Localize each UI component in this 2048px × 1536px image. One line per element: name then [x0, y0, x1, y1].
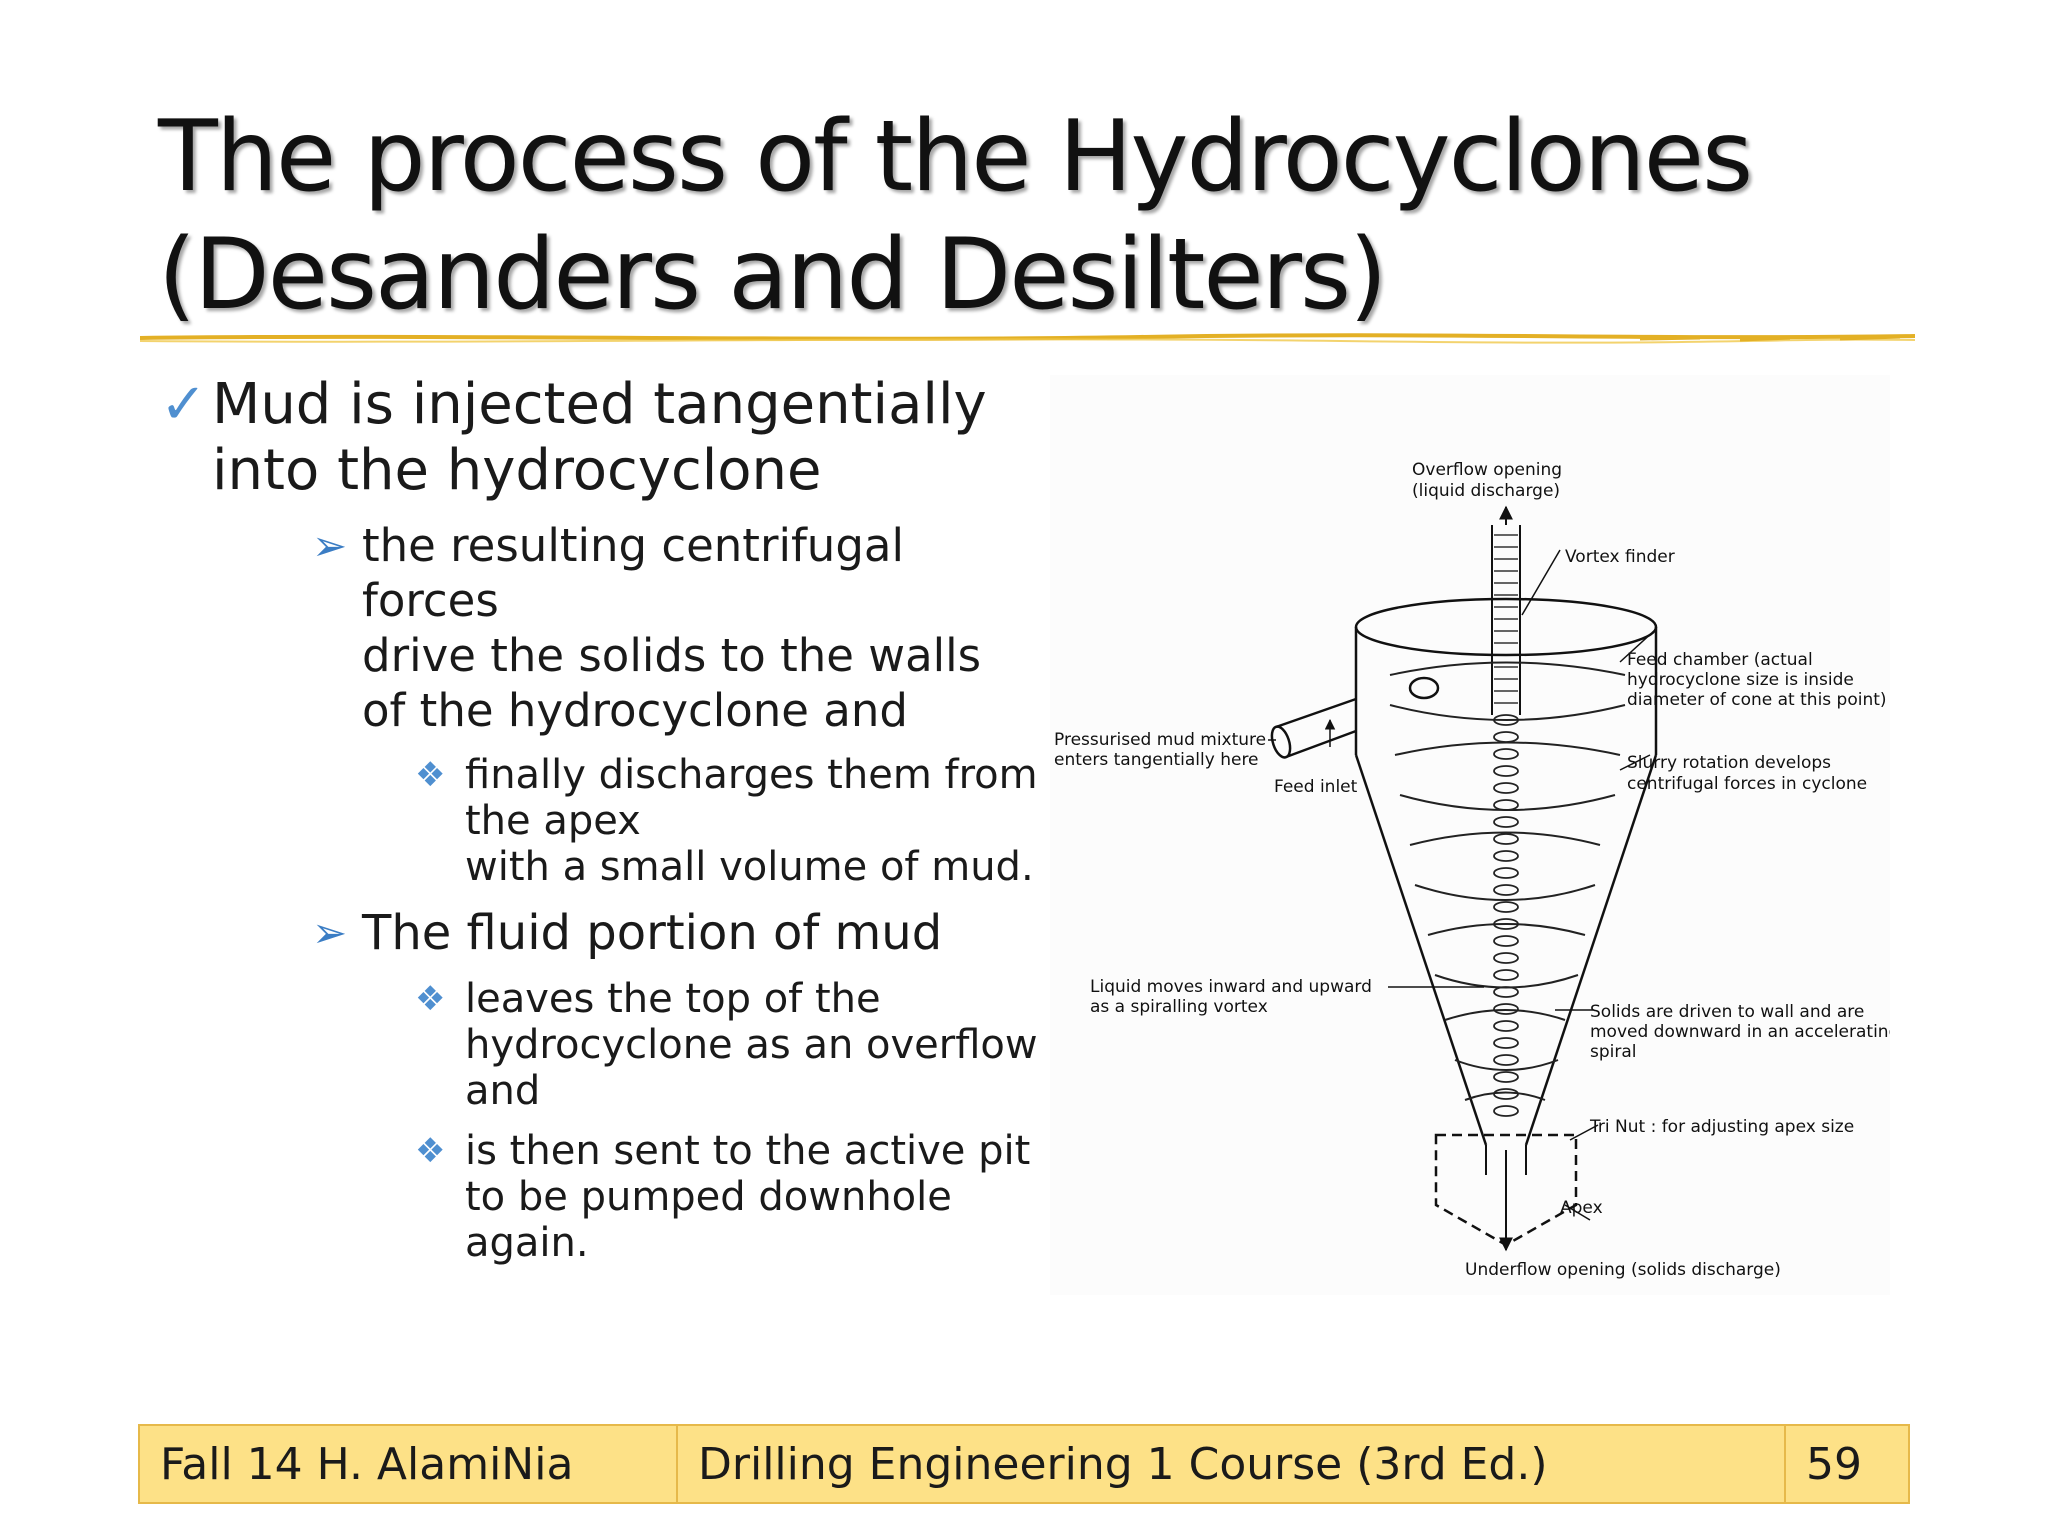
label-slurry-1: Slurry rotation develops	[1627, 753, 1831, 773]
label-solids-2: moved downward in an accelerating	[1590, 1022, 1890, 1042]
footer-page-number: 59	[1806, 1438, 1862, 1490]
label-feed-chamber-3: diameter of cone at this point)	[1627, 690, 1887, 710]
tri-nut-apex	[1434, 1133, 1578, 1247]
label-feed-chamber-2: hydrocyclone size is inside	[1627, 670, 1854, 690]
bullet-active-pit: ❖ is then sent to the active pit to be p…	[415, 1128, 1031, 1266]
label-liquid-2: as a spiralling vortex	[1090, 997, 1268, 1017]
vortex-spiral	[1493, 714, 1519, 1117]
bullet-discharge: ❖ finally discharges them from the apex …	[415, 752, 1038, 890]
label-vortex-finder: Vortex finder	[1565, 547, 1675, 567]
label-slurry-2: centrifugal forces in cyclone	[1627, 774, 1867, 794]
slide-footer: Fall 14 H. AlamiNia Drilling Engineering…	[138, 1424, 1910, 1504]
bullet-main: ✓ Mud is injected tangentially into the …	[160, 372, 987, 503]
bullet-centrifugal: ➢ the resulting centrifugal forces drive…	[312, 519, 982, 737]
footer-author: Fall 14 H. AlamiNia	[140, 1426, 678, 1502]
label-apex: Apex	[1560, 1198, 1603, 1218]
arrow-bullet-icon: ➢	[312, 521, 348, 570]
label-underflow: Underflow opening (solids discharge)	[1465, 1260, 1781, 1280]
label-liquid-1: Liquid moves inward and upward	[1090, 977, 1372, 997]
bullet-fluid-portion: ➢ The fluid portion of mud	[312, 905, 943, 961]
title-line-1: The process of the Hydrocyclones	[158, 100, 1753, 214]
footer-course: Drilling Engineering 1 Course (3rd Ed.)	[678, 1426, 1786, 1502]
label-pressurised-2: enters tangentially here	[1054, 750, 1259, 770]
label-feed-inlet: Feed inlet	[1274, 777, 1358, 797]
label-solids-1: Solids are driven to wall and are	[1590, 1002, 1864, 1022]
leader-lines	[1268, 549, 1656, 1221]
title-underline	[140, 333, 1915, 344]
underflow-arrow	[1485, 1145, 1527, 1252]
vortex-finder-tube	[1491, 505, 1521, 715]
cyclone-body	[1354, 597, 1658, 1146]
label-solids-3: spiral	[1590, 1042, 1637, 1062]
diamond-bullet-icon: ❖	[415, 1131, 446, 1171]
bullet-overflow: ❖ leaves the top of the hydrocyclone as …	[415, 976, 1038, 1114]
feed-inlet-pipe	[1270, 676, 1440, 759]
arrow-bullet-icon: ➢	[312, 908, 348, 957]
vortex-finder-hatching	[1494, 534, 1518, 704]
label-pressurised-1: Pressurised mud mixture	[1054, 730, 1266, 750]
diamond-bullet-icon: ❖	[415, 979, 446, 1019]
swirl-flow-lines	[1389, 661, 1626, 1101]
label-feed-chamber-1: Feed chamber (actual	[1627, 650, 1813, 670]
hydrocyclone-diagram: Overflow opening (liquid discharge) Vort…	[1050, 375, 1899, 1295]
label-overflow-1: Overflow opening	[1412, 460, 1562, 480]
checkmark-icon: ✓	[160, 372, 207, 437]
title-line-2: (Desanders and Desilters)	[158, 218, 1387, 332]
label-tri-nut: Tri Nut : for adjusting apex size	[1589, 1117, 1854, 1137]
label-overflow-2: (liquid discharge)	[1412, 481, 1560, 501]
diamond-bullet-icon: ❖	[415, 755, 446, 795]
bullet-list: ✓ Mud is injected tangentially into the …	[160, 372, 1038, 1266]
slide-title: The process of the Hydrocyclones (Desand…	[158, 98, 1958, 334]
